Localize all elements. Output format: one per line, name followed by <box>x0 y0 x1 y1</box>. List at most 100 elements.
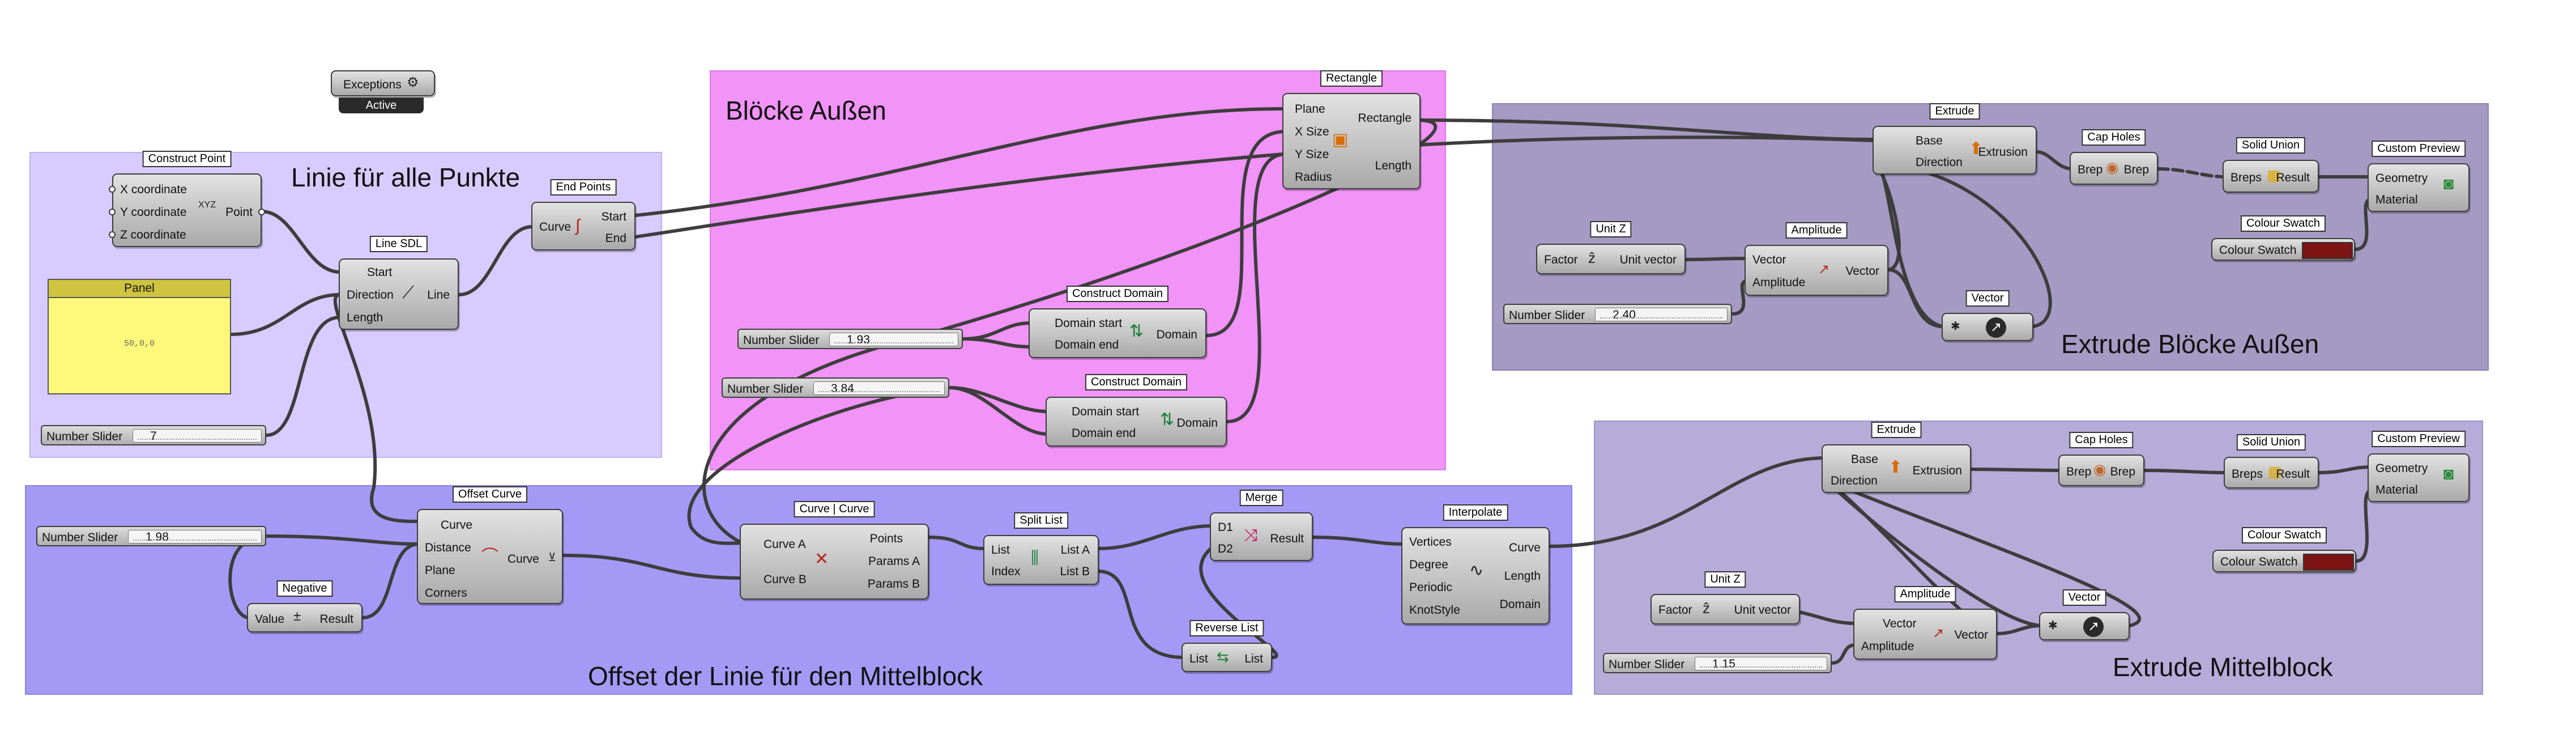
input-breps: Breps <box>2232 468 2263 481</box>
input-domain-start: Domain start <box>1072 405 1140 418</box>
input-amplitude: Amplitude <box>1752 276 1806 289</box>
vector-param-middle[interactable]: Vector ✱ ↗ <box>2039 589 2130 640</box>
input-domain-end: Domain end <box>1055 338 1119 351</box>
solid-union-outer-component[interactable]: Solid Union Breps ▦ Result <box>2223 137 2319 193</box>
custom-preview-middle-component[interactable]: Custom Preview Geometry Material ◙ <box>2368 431 2470 502</box>
input-grip[interactable] <box>109 231 116 238</box>
output-list: List <box>1244 652 1263 665</box>
input-vertices: Vertices <box>1409 536 1452 549</box>
extrude-middle-component[interactable]: Extrude Base Direction ⬆ Extrusion <box>1822 422 1971 493</box>
slider-value[interactable]: 1.15 <box>1695 657 1827 670</box>
slider-value[interactable]: 7 <box>133 429 262 443</box>
input-list: List <box>991 543 1010 557</box>
wire-sx-domain-b <box>961 337 1033 349</box>
wire-swatch2-preview <box>2355 489 2373 563</box>
wire-domainy-rect <box>1225 152 1287 423</box>
wire-cap2-union <box>2143 469 2228 474</box>
negative-icon: ± <box>293 609 301 624</box>
number-slider-amplitude-middle[interactable]: Number Slider 1.15 <box>1603 653 1832 673</box>
extrude-outer-component[interactable]: Extrude Base Direction ⬆ Extrusion <box>1873 103 2037 175</box>
group-title: Offset der Linie für den Mittelblock <box>588 661 983 691</box>
input-start: Start <box>367 266 393 279</box>
output-length: Length <box>1375 159 1411 172</box>
rectangle-component[interactable]: Rectangle Plane X Size Y Size Radius ▣ R… <box>1282 70 1421 189</box>
component-label: Cap Holes <box>2069 432 2134 448</box>
output-point: Point <box>225 206 253 219</box>
split-list-icon: ⫼ <box>1031 549 1039 567</box>
split-list-component[interactable]: Split List List Index ⫼ List A List B <box>983 512 1099 585</box>
number-slider-x-size[interactable]: Number Slider 1.93 <box>737 329 963 349</box>
unit-z-middle-component[interactable]: Unit Z Factor ẑ Unit vector <box>1650 571 1800 625</box>
reverse-list-component[interactable]: Reverse List List ⇆ List <box>1182 620 1272 672</box>
number-slider-offset[interactable]: Number Slider 1.98 <box>36 526 266 546</box>
extrude-icon: ⬆ <box>1888 458 1903 477</box>
wire-line-offset <box>333 293 421 523</box>
number-slider-amplitude-outer[interactable]: Number Slider 2.40 <box>1503 304 1732 324</box>
vector-param-icon: ✱ <box>2048 619 2058 632</box>
construct-domain-x-component[interactable]: Construct Domain Domain start Domain end… <box>1029 286 1206 358</box>
solid-union-middle-component[interactable]: Solid Union Breps ▦ Result <box>2224 434 2319 489</box>
component-label: Reverse List <box>1189 620 1264 636</box>
preview-icon: ◙ <box>2443 175 2454 193</box>
component-label: Offset Curve <box>453 486 527 503</box>
wire-unitz-amp <box>1684 257 1748 261</box>
output-result: Result <box>319 613 353 626</box>
colour-swatch-outer-component[interactable]: Colour Swatch Colour Swatch <box>2211 215 2355 261</box>
colour-swatch-middle-component[interactable]: Colour Swatch Colour Swatch <box>2212 527 2356 572</box>
reverse-list-icon: ⇆ <box>1217 648 1229 665</box>
number-slider-y-size[interactable]: Number Slider 3.84 <box>722 377 949 398</box>
input-material: Material <box>2375 193 2418 206</box>
input-knotstyle: KnotStyle <box>1409 604 1460 617</box>
interpolate-component[interactable]: Interpolate Vertices Degree Periodic Kno… <box>1401 504 1550 625</box>
component-label: Curve | Curve <box>794 501 875 517</box>
input-breps: Breps <box>2230 171 2262 184</box>
custom-preview-outer-component[interactable]: Custom Preview Geometry Material ◙ <box>2368 141 2470 212</box>
end-points-component[interactable]: End Points Curve ∫ Start End <box>531 179 636 250</box>
curve-curve-component[interactable]: Curve | Curve Curve A Curve B ✕ Points P… <box>740 501 929 600</box>
construct-point-component[interactable]: Construct Point X coordinate Y coordinat… <box>109 151 265 247</box>
component-label: Line SDL <box>369 236 428 252</box>
input-degree: Degree <box>1409 558 1448 571</box>
construct-domain-y-component[interactable]: Construct Domain Domain start Domain end… <box>1046 374 1227 447</box>
line-sdl-component[interactable]: Line SDL Start Direction Length ⟋ Line <box>339 236 459 330</box>
output-rectangle: Rectangle <box>1358 112 1411 125</box>
panel-content: 50,0,0 <box>123 339 155 349</box>
interpolate-icon: ∿ <box>1469 561 1484 580</box>
output-length: Length <box>1504 570 1541 583</box>
output-extrusion: Extrusion <box>1912 464 1962 477</box>
component-label: Interpolate <box>1443 504 1508 521</box>
bug-icon: ⚙ <box>407 75 419 90</box>
slider-value[interactable]: 1.98 <box>128 530 262 543</box>
vector-param-outer[interactable]: Vector ✱ ↗ <box>1942 290 2033 341</box>
slider-name: Number Slider <box>42 531 118 544</box>
colour-swatch[interactable] <box>2302 242 2353 259</box>
output-unit-vector: Unit vector <box>1734 604 1791 617</box>
offset-curve-component[interactable]: Offset Curve Curve Distance Plane Corner… <box>417 486 563 604</box>
amplitude-middle-component[interactable]: Amplitude Vector Amplitude ↗ Vector <box>1853 586 1997 660</box>
output-grip[interactable] <box>258 209 265 215</box>
wire-ccx-split <box>927 536 987 550</box>
output-extrusion: Extrusion <box>1978 146 2028 159</box>
cap-holes-outer-component[interactable]: Cap Holes Brep ◉ Brep <box>2070 129 2158 185</box>
domain-icon: ⇅ <box>1160 410 1175 429</box>
cap-holes-middle-component[interactable]: Cap Holes Brep ◉ Brep <box>2058 432 2144 486</box>
slider-value[interactable]: 2.40 <box>1595 308 1728 321</box>
number-slider-length[interactable]: Number Slider 7 <box>41 425 266 445</box>
merge-component[interactable]: Merge D1 D2 ⤨ Result <box>1210 490 1313 561</box>
negative-component[interactable]: Negative Value ± Result <box>247 580 362 632</box>
exceptions-component[interactable]: Exceptions ⚙ <box>331 70 435 96</box>
input-material: Material <box>2375 483 2418 496</box>
component-label: Split List <box>1014 512 1068 529</box>
text-panel[interactable]: Panel 50,0,0 <box>48 279 231 394</box>
output-curve: Curve <box>1508 541 1541 554</box>
slider-value[interactable]: 3.84 <box>813 381 945 395</box>
colour-swatch[interactable] <box>2303 554 2354 571</box>
extrude-icon: ⬆ <box>1969 139 1984 158</box>
input-grip[interactable] <box>109 209 116 215</box>
input-grip[interactable] <box>109 186 116 193</box>
amplitude-outer-component[interactable]: Amplitude Vector Amplitude ↗ Vector <box>1745 222 1888 296</box>
input-radius: Radius <box>1295 171 1332 184</box>
slider-value[interactable]: 1.93 <box>829 333 958 346</box>
unit-z-outer-component[interactable]: Unit Z Factor ẑ Unit vector <box>1536 221 1686 274</box>
solid-union-icon: ▦ <box>2267 167 2281 184</box>
